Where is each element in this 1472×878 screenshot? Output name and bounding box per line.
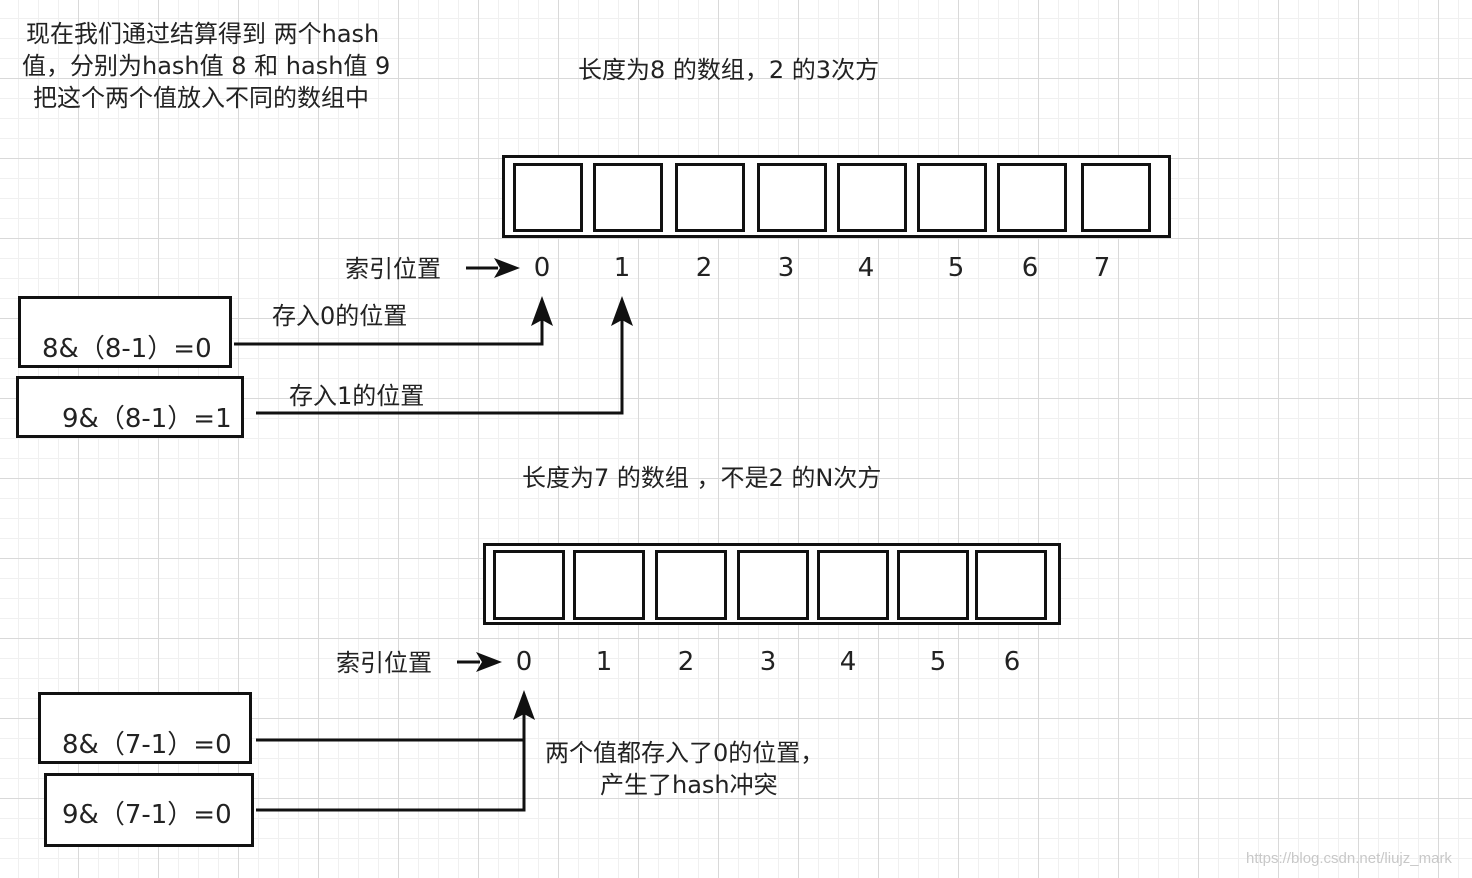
top-index-arrow-head	[494, 258, 520, 278]
bottom-array-cell-4	[817, 550, 889, 620]
top-array-title: 长度为8 的数组，2 的3次方	[578, 56, 880, 84]
top-index-label: 索引位置	[345, 255, 441, 283]
top-array-cell-0	[513, 163, 583, 232]
bottom-index-3: 3	[759, 647, 777, 677]
top-index-4: 4	[857, 253, 875, 283]
top-index-6: 6	[1021, 253, 1039, 283]
intro-line-2: 值，分别为hash值 8 和 hash值 9	[22, 52, 391, 80]
top-hash-box-8-label: 8&（8-1）=0	[42, 334, 212, 364]
bottom-arrowhead-0	[513, 690, 535, 720]
intro-line-1: 现在我们通过结算得到 两个hash	[26, 20, 380, 48]
bottom-note-line-2: 产生了hash冲突	[600, 771, 778, 799]
top-index-5: 5	[947, 253, 965, 283]
top-index-1: 1	[613, 253, 631, 283]
bottom-hash-box-9-label: 9&（7-1）=0	[62, 800, 232, 830]
top-note-store-0: 存入0的位置	[272, 302, 408, 330]
top-index-2: 2	[695, 253, 713, 283]
bottom-array-cell-2	[655, 550, 727, 620]
bottom-index-4: 4	[839, 647, 857, 677]
bottom-hash-box-9	[44, 773, 254, 847]
bottom-array-title: 长度为7 的数组 ，不是2 的N次方	[522, 464, 882, 492]
bottom-array-cell-6	[975, 550, 1047, 620]
top-array	[502, 155, 1171, 238]
bottom-array-cell-0	[493, 550, 565, 620]
top-connector-1	[256, 318, 624, 415]
top-hash-box-8	[18, 296, 232, 368]
bottom-index-arrow-head	[476, 652, 502, 672]
bottom-index-label: 索引位置	[336, 649, 432, 677]
bottom-array-cell-5	[897, 550, 969, 620]
top-array-cell-1	[593, 163, 663, 232]
bottom-index-1: 1	[595, 647, 613, 677]
bottom-index-6: 6	[1003, 647, 1021, 677]
top-hash-box-9	[16, 376, 244, 438]
top-array-cell-3	[757, 163, 827, 232]
top-arrowhead-1	[611, 296, 633, 326]
bottom-array	[483, 543, 1061, 625]
top-index-7: 7	[1093, 253, 1111, 283]
intro-line-3: 把这个两个值放入不同的数组中	[33, 84, 369, 112]
top-index-3: 3	[777, 253, 795, 283]
bottom-array-cell-3	[737, 550, 809, 620]
top-hash-box-9-label: 9&（8-1）=1	[62, 404, 232, 434]
bottom-hash-box-8	[38, 692, 252, 764]
bottom-hash-box-8-label: 8&（7-1）=0	[62, 730, 232, 760]
bottom-index-2: 2	[677, 647, 695, 677]
top-index-0: 0	[533, 253, 551, 283]
bottom-connector-1	[256, 712, 526, 812]
top-array-cell-4	[837, 163, 907, 232]
top-array-cell-2	[675, 163, 745, 232]
top-connector-0	[234, 318, 544, 346]
bottom-index-0: 0	[515, 647, 533, 677]
watermark: https://blog.csdn.net/liujz_mark	[1246, 850, 1452, 867]
top-array-cell-5	[917, 163, 987, 232]
bottom-array-cell-1	[573, 550, 645, 620]
top-arrowhead-0	[531, 296, 553, 326]
bottom-note-line-1: 两个值都存入了0的位置，	[545, 739, 825, 767]
top-note-store-1: 存入1的位置	[289, 382, 425, 410]
top-array-cell-7	[1081, 163, 1151, 232]
top-array-cell-6	[997, 163, 1067, 232]
bottom-index-5: 5	[929, 647, 947, 677]
